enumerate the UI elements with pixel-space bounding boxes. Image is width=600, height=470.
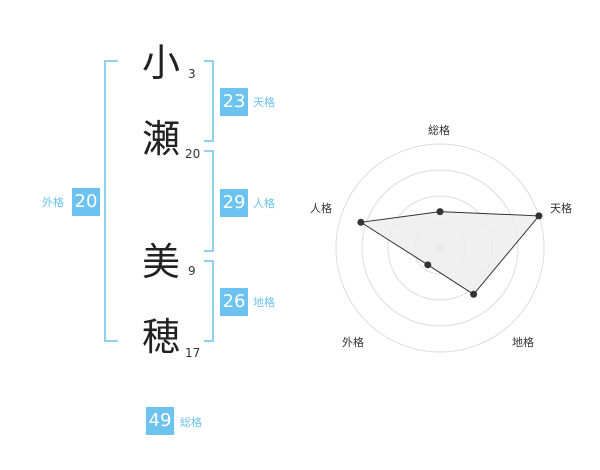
chikaku-bracket	[204, 260, 214, 342]
radar-point-chikaku	[470, 290, 478, 298]
soukaku-label: 総格	[180, 416, 202, 429]
name-char-2: 瀬	[142, 117, 181, 161]
tenkaku-label: 天格	[253, 96, 275, 109]
gaikaku-label: 外格	[42, 196, 64, 209]
radar-point-jinkaku	[357, 218, 365, 226]
radar-area	[359, 211, 540, 295]
name-char-4: 穂	[142, 315, 181, 359]
jinkaku-badge: 29	[220, 189, 248, 217]
stroke-count-1: 3	[188, 67, 196, 81]
gaikaku-bracket	[104, 60, 118, 342]
radar-point-tenkaku	[535, 212, 543, 220]
radar-points	[357, 208, 543, 298]
radar-label-soukaku: 総格	[428, 124, 450, 137]
radar-label-chikaku: 地格	[512, 336, 534, 349]
stroke-count-3: 9	[188, 264, 196, 278]
stroke-count-4: 17	[185, 346, 201, 360]
jinkaku-label: 人格	[253, 197, 275, 210]
chikaku-badge: 26	[220, 288, 248, 316]
name-char-1: 小	[142, 41, 181, 85]
gaikaku-badge: 20	[72, 188, 100, 216]
jinkaku-bracket	[204, 150, 214, 252]
radar-label-tenkaku: 天格	[550, 202, 572, 215]
radar-label-gaikaku: 外格	[342, 336, 364, 349]
soukaku-badge: 49	[146, 407, 174, 435]
tenkaku-bracket	[204, 60, 214, 142]
radar-point-soukaku	[436, 208, 444, 216]
name-char-3: 美	[142, 240, 181, 284]
stroke-count-2: 20	[185, 147, 201, 161]
radar-grid-ring	[335, 143, 545, 353]
tenkaku-badge: 23	[220, 88, 248, 116]
radar-label-jinkaku: 人格	[310, 202, 332, 215]
chikaku-label: 地格	[253, 296, 275, 309]
radar-point-gaikaku	[424, 261, 432, 269]
radar-grid-ring	[361, 169, 519, 327]
